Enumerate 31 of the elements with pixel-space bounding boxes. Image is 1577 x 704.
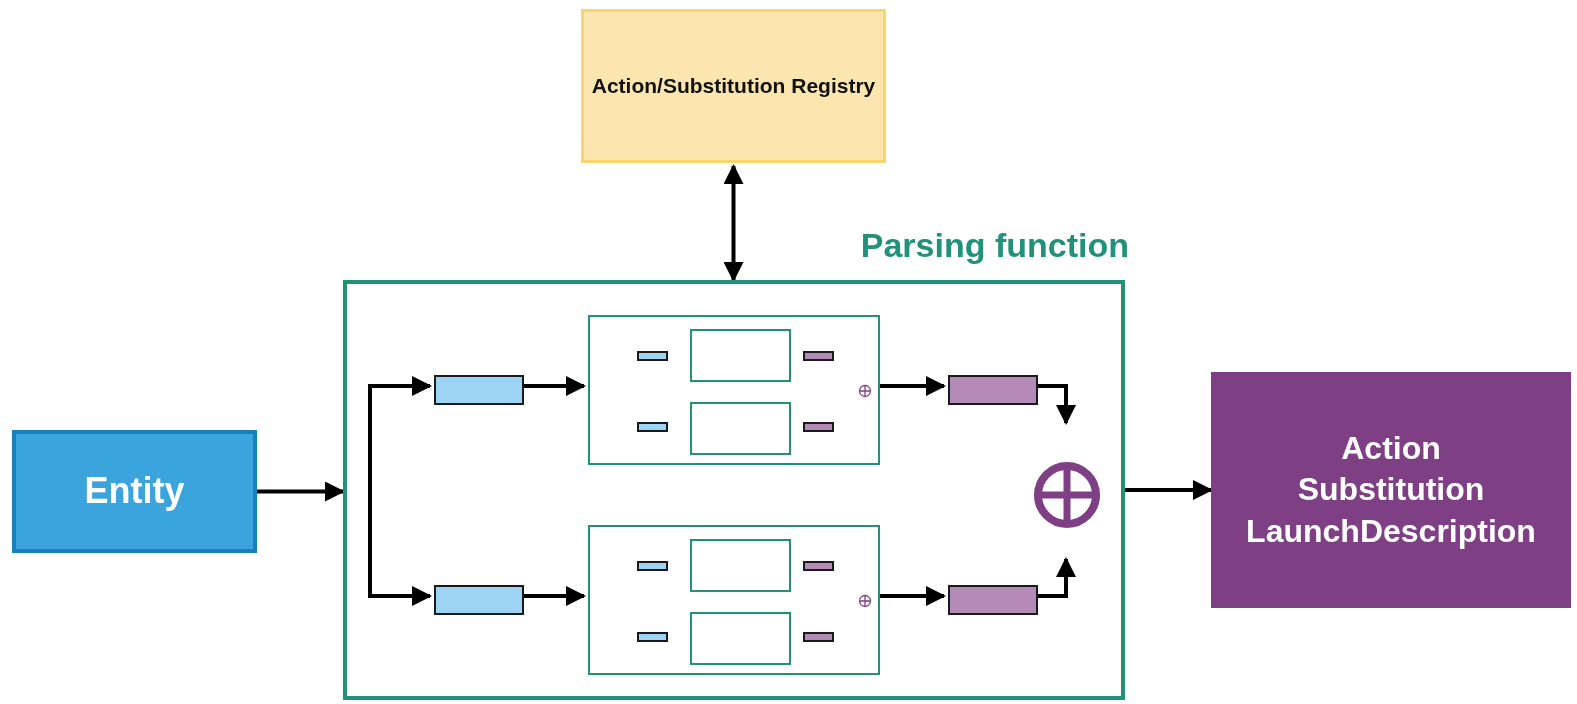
input-slot bbox=[637, 561, 668, 571]
arrow bbox=[1125, 480, 1213, 500]
arrow bbox=[368, 376, 432, 491]
input-block bbox=[434, 375, 524, 405]
layer-box bbox=[588, 525, 880, 675]
registry-box bbox=[581, 9, 886, 163]
inner-cell bbox=[690, 402, 791, 455]
input-slot bbox=[637, 422, 668, 432]
circled-plus-symbol bbox=[1033, 461, 1101, 529]
arrow bbox=[257, 481, 345, 502]
input-slot bbox=[637, 632, 668, 642]
arrow bbox=[368, 491, 432, 606]
input-slot bbox=[637, 351, 668, 361]
output-slot bbox=[803, 351, 834, 361]
inner-cell bbox=[690, 612, 791, 665]
output-slot bbox=[803, 422, 834, 432]
inner-cell bbox=[690, 329, 791, 382]
node-label: Entity bbox=[84, 469, 185, 514]
entity-box bbox=[12, 430, 257, 553]
inner-cell bbox=[690, 539, 791, 592]
layer-box bbox=[588, 315, 880, 465]
node-label: Action Substitution LaunchDescription bbox=[1246, 428, 1536, 551]
input-block bbox=[434, 585, 524, 615]
output-slot bbox=[803, 632, 834, 642]
node-label: Action/Substitution Registry bbox=[591, 73, 876, 100]
output-block bbox=[948, 375, 1038, 405]
arrow bbox=[723, 164, 744, 282]
output-box bbox=[1211, 372, 1571, 608]
output-block bbox=[948, 585, 1038, 615]
frame-heading: Parsing function bbox=[860, 226, 1129, 265]
output-slot bbox=[803, 561, 834, 571]
